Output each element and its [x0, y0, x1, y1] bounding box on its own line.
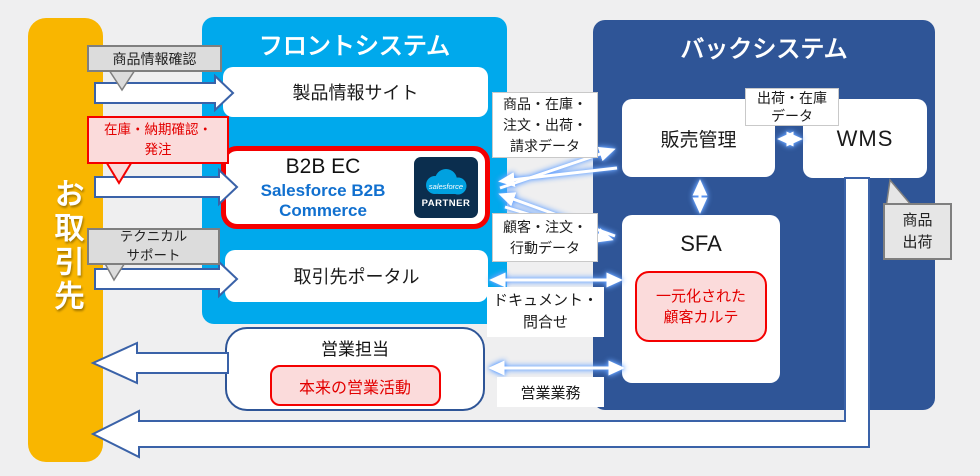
label-sales-operations: 営業業務 [497, 377, 604, 407]
product-site-box: 製品情報サイト [223, 67, 488, 117]
label-line: 出荷・在庫 [757, 89, 827, 106]
sfa-box: SFA 一元化された 顧客カルテ [622, 215, 780, 383]
unified-customer-record-line1: 一元化された [655, 287, 746, 305]
b2b-ec-text: B2B EC Salesforce B2B Commerce [226, 155, 414, 220]
label-customer-order-behavior-data: 顧客・注文・ 行動データ [492, 213, 598, 262]
label-line: 請求データ [510, 137, 580, 154]
salesforce-partner-logo: salesforce PARTNER [414, 157, 478, 218]
partner-portal-box: 取引先ポータル [225, 250, 488, 302]
unified-customer-record-line2: 顧客カルテ [663, 308, 739, 326]
sfa-label: SFA [680, 231, 722, 256]
bubble-stock-order: 在庫・納期確認・ 発注 [87, 116, 229, 164]
label-line: ドキュメント・ [492, 291, 598, 309]
product-site-label: 製品情報サイト [292, 83, 419, 103]
salesforce-wordmark: salesforce [429, 182, 463, 191]
label-document-inquiry: ドキュメント・ 問合せ [487, 287, 604, 337]
label-line: 問合せ [522, 314, 568, 331]
bubble-tech-support: テクニカル サポート [87, 228, 220, 265]
back-system-title: バックシステム [680, 36, 848, 63]
b2b-ec-box: B2B EC Salesforce B2B Commerce salesforc… [221, 146, 490, 229]
bubble-product-shipping: 商品 出荷 [883, 203, 952, 260]
core-sales-activity-box: 本来の営業活動 [269, 365, 441, 406]
sales-management-label: 販売管理 [660, 129, 737, 151]
sales-rep-label: 営業担当 [321, 340, 389, 359]
label-line: 注文・出荷・ [503, 116, 587, 133]
sales-rep-box: 営業担当 本来の営業活動 [225, 327, 485, 411]
label-line: 営業業務 [520, 384, 581, 402]
bubble-tech-support-line1: テクニカル [119, 229, 188, 245]
label-line: 行動データ [510, 239, 580, 256]
label-product-stock-order-data: 商品・在庫・ 注文・出荷・ 請求データ [492, 92, 598, 158]
wms-label: WMS [836, 125, 894, 151]
label-line: 商品・在庫・ [503, 95, 587, 112]
bubble-product-shipping-line2: 出荷 [902, 233, 933, 251]
partner-badge-label: PARTNER [421, 197, 471, 209]
bubble-product-shipping-line1: 商品 [902, 211, 933, 229]
bubble-tail-product-info [107, 69, 137, 92]
bubble-tech-support-line2: サポート [126, 247, 181, 263]
arrow-salesrep-to-partner [90, 341, 229, 385]
b2b-ec-subtitle-line1: Salesforce B2B [260, 181, 386, 201]
b2b-ec-title: B2B EC [285, 154, 361, 178]
label-line: データ [771, 108, 813, 124]
b2b-ec-subtitle-line2: Commerce [279, 200, 367, 220]
bubble-stock-order-line1: 在庫・納期確認・ [104, 121, 212, 137]
salesforce-cloud-icon: salesforce [426, 168, 467, 194]
label-shipment-stock-data: 出荷・在庫 データ [745, 88, 839, 126]
partner-portal-label: 取引先ポータル [293, 267, 420, 287]
bubble-product-info-check: 商品情報確認 [87, 45, 222, 72]
partner-column-label: お取引先 [49, 178, 83, 314]
unified-customer-record-box: 一元化された 顧客カルテ [635, 271, 767, 342]
front-system-title: フロントシステム [258, 33, 451, 60]
bubble-product-info-label: 商品情報確認 [112, 50, 197, 67]
bubble-stock-order-line2: 発注 [144, 142, 172, 157]
label-line: 顧客・注文・ [503, 218, 587, 235]
core-sales-activity-label: 本来の営業活動 [298, 379, 411, 397]
